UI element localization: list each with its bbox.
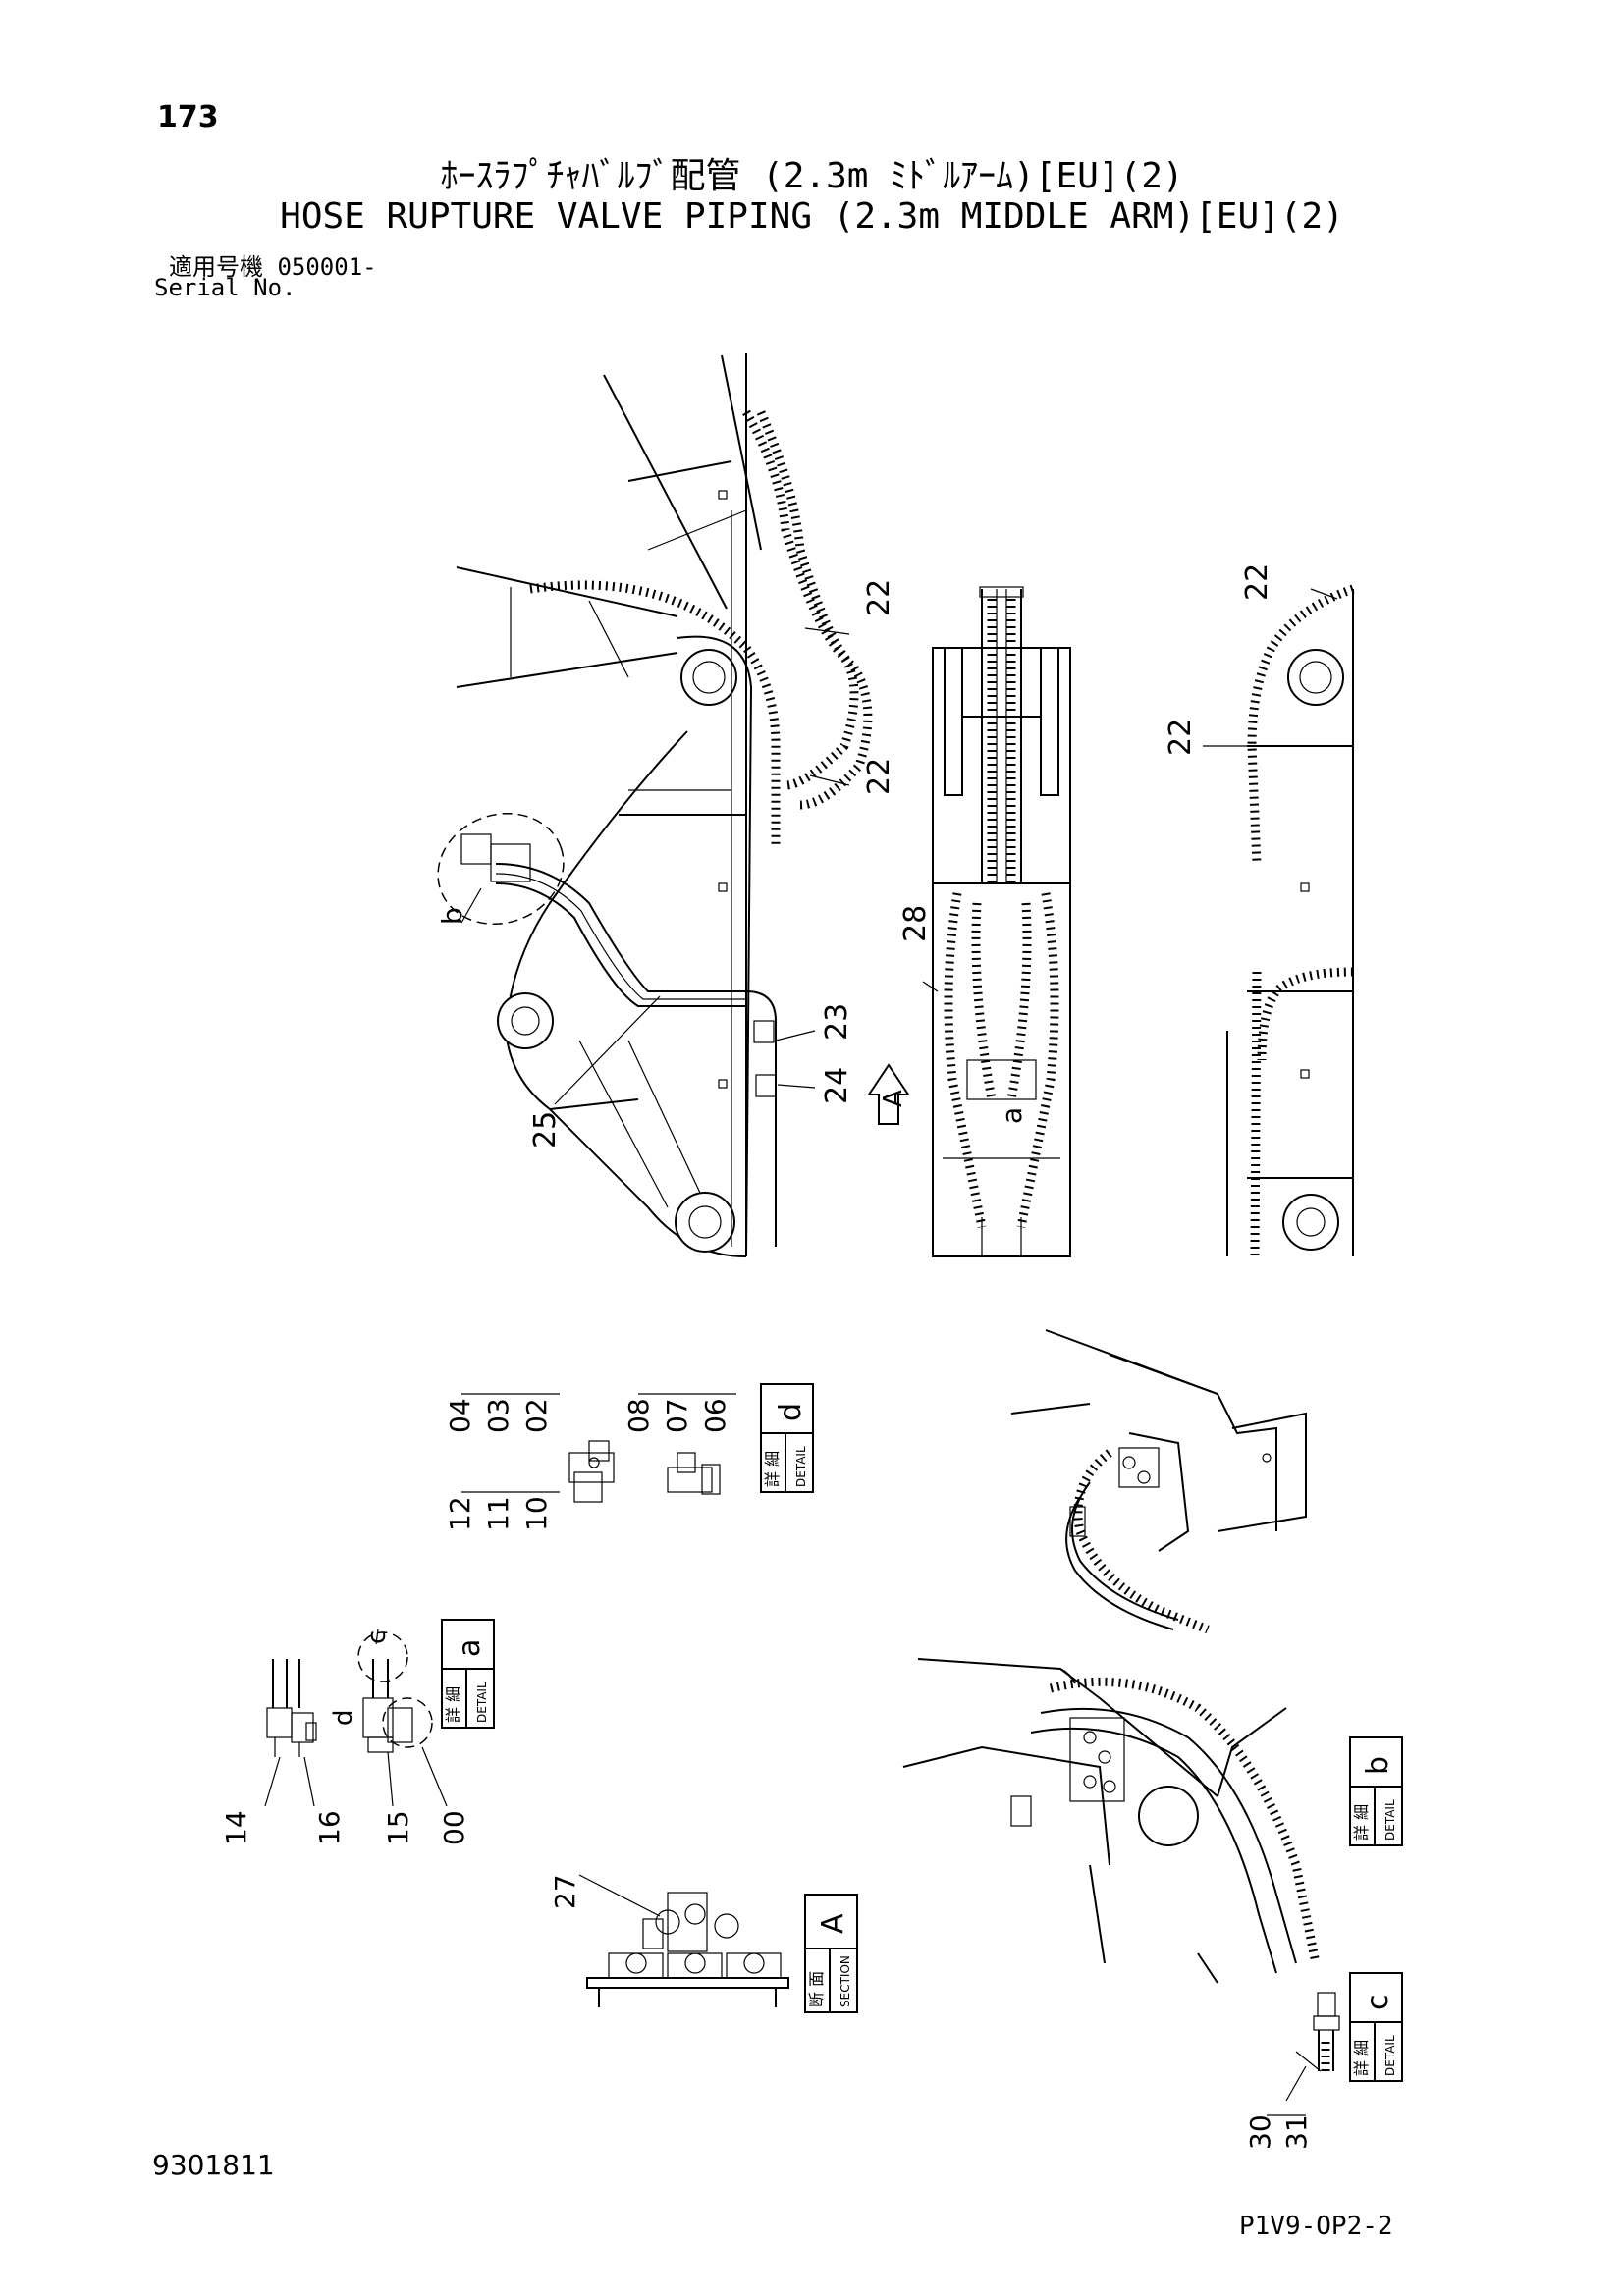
detail-d-perspective-view: [1010, 1329, 1307, 1634]
serial-applicability-jp: 適用号機 050001-: [169, 253, 377, 281]
callout-22-top: 22: [862, 579, 896, 616]
callout-00: 00: [438, 1810, 470, 1845]
callout-15: 15: [382, 1810, 414, 1845]
callout-14: 14: [220, 1810, 252, 1845]
detail-b-label-box: [1349, 1736, 1403, 1846]
right-side-view: [1203, 584, 1355, 1257]
callout-22-mid: 22: [862, 758, 896, 795]
detail-c-jp: 詳 細: [1352, 2040, 1371, 2076]
detail-d-label-box: [760, 1383, 814, 1493]
center-top-view: [922, 586, 1071, 1257]
detail-a-label-box: [441, 1619, 495, 1729]
callout-25: 25: [528, 1111, 563, 1148]
callout-27: 27: [549, 1874, 581, 1909]
detail-c-label-box: [1349, 1972, 1403, 2082]
callout-22-right-top: 22: [1240, 563, 1274, 601]
callout-23: 23: [820, 1003, 854, 1041]
callout-04: 04: [444, 1398, 476, 1433]
marker-a-center: a: [996, 1107, 1028, 1124]
main-arm-view: [437, 353, 873, 1257]
detail-d-letter: d: [774, 1403, 808, 1421]
detail-a-letter: a: [453, 1639, 487, 1657]
detail-c-en: DETAIL: [1383, 2035, 1397, 2076]
callout-03: 03: [482, 1398, 514, 1433]
detail-b-letter: b: [1361, 1756, 1395, 1775]
section-a-parts: [578, 1874, 789, 2007]
section-a-en: SECTION: [839, 1955, 852, 2007]
callout-28: 28: [898, 905, 933, 942]
callout-02: 02: [520, 1398, 553, 1433]
detail-b-view: [902, 1658, 1321, 1984]
callout-24: 24: [820, 1067, 854, 1104]
detail-c-parts: [1285, 1992, 1340, 2102]
view-a-arrow: A: [867, 1063, 910, 1125]
detail-a-parts: [264, 1629, 448, 1807]
marker-c: c: [362, 1630, 392, 1644]
detail-a-jp: 詳 細: [444, 1686, 462, 1723]
detail-a-en: DETAIL: [475, 1682, 489, 1723]
section-a-letter: A: [816, 1913, 850, 1934]
detail-b-jp: 詳 細: [1352, 1804, 1371, 1841]
document-number: 9301811: [152, 2149, 275, 2181]
page-number: 173: [157, 100, 219, 134]
detail-c-letter: c: [1361, 1995, 1395, 2011]
callout-31: 31: [1280, 2114, 1313, 2150]
section-a-jp: 断 面: [807, 1971, 826, 2007]
detail-d-parts: [568, 1440, 721, 1503]
section-a-label-box: [804, 1894, 858, 2013]
detail-d-en: DETAIL: [794, 1446, 808, 1487]
marker-b-main: b: [436, 907, 468, 925]
serial-label: Serial No.: [154, 274, 297, 301]
callout-06: 06: [699, 1398, 731, 1433]
detail-b-en: DETAIL: [1383, 1799, 1397, 1841]
detail-d-jp: 詳 細: [763, 1451, 782, 1487]
page-title-en: HOSE RUPTURE VALVE PIPING (2.3m MIDDLE A…: [280, 196, 1344, 237]
page-title-jp: ﾎｰｽﾗﾌﾟﾁｬﾊﾞﾙﾌﾞ配管 (2.3m ﾐﾄﾞﾙｱｰﾑ)[EU](2): [440, 156, 1184, 196]
view-arrow-label-a: A: [879, 1090, 908, 1107]
callout-11: 11: [482, 1496, 514, 1531]
callout-07: 07: [661, 1398, 693, 1433]
callout-22-right-mid: 22: [1164, 719, 1198, 756]
callout-16: 16: [313, 1810, 346, 1845]
callout-12: 12: [444, 1496, 476, 1531]
callout-10: 10: [520, 1496, 553, 1531]
drawing-code: P1V9-OP2-2: [1239, 2212, 1393, 2241]
callout-08: 08: [623, 1398, 655, 1433]
callout-30: 30: [1244, 2114, 1276, 2150]
marker-d: d: [329, 1709, 358, 1726]
